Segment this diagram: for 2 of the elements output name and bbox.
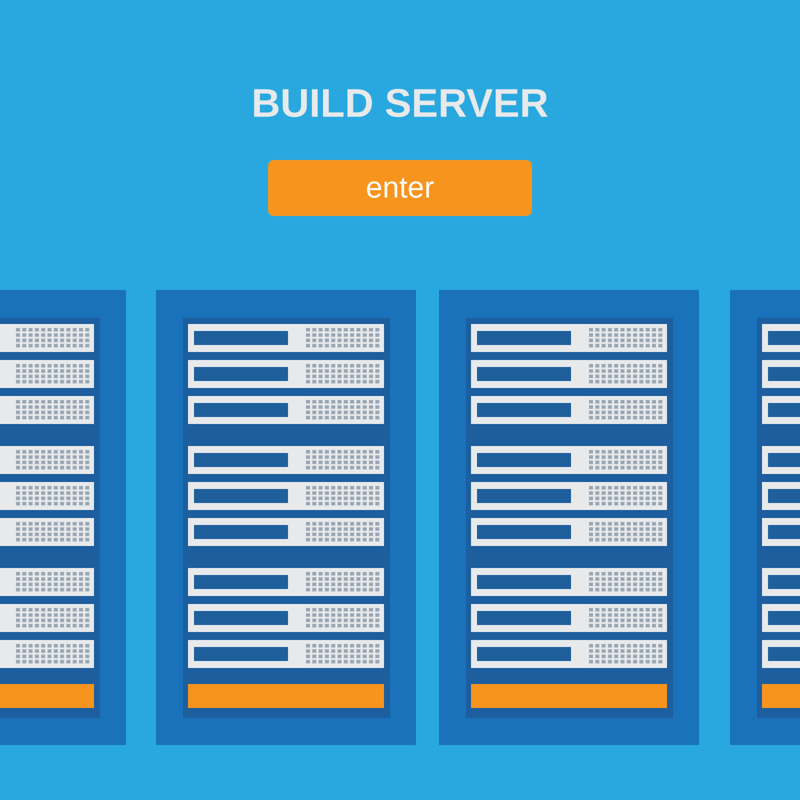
title: BUILD SERVER bbox=[254, 88, 548, 118]
enter-button: enter bbox=[268, 160, 532, 216]
